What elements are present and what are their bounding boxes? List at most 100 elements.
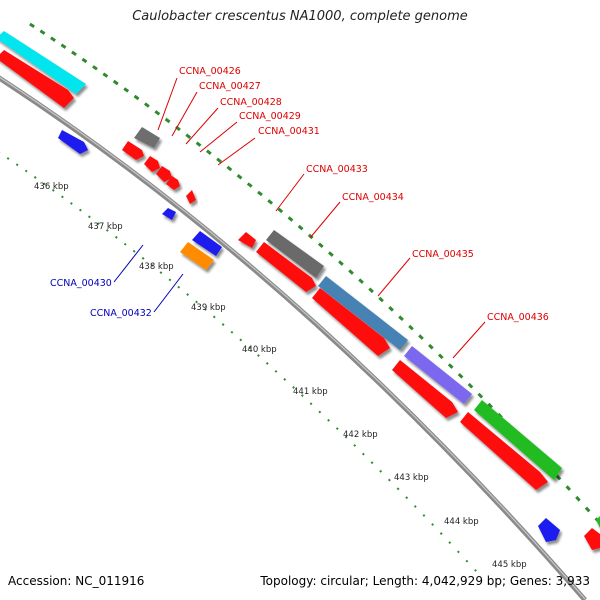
accession-text: Accession: NC_011916 bbox=[8, 574, 145, 588]
tick-mark bbox=[39, 29, 46, 35]
tick-mark bbox=[283, 377, 287, 381]
tick-mark bbox=[396, 487, 400, 491]
tick-mark bbox=[265, 362, 269, 365]
gene-feature-ccna-00426[interactable] bbox=[134, 127, 160, 148]
gene-feature-ccna-00431a[interactable] bbox=[166, 176, 180, 190]
kbp-label: 437 kbp bbox=[88, 222, 123, 232]
tick-mark bbox=[195, 300, 198, 304]
topology-text: Topology: circular; Length: 4,042,929 bp… bbox=[260, 574, 590, 588]
gene-feature-ccna-00427[interactable] bbox=[122, 141, 144, 160]
gene-feature-red-small[interactable] bbox=[238, 232, 256, 248]
tick-mark bbox=[318, 410, 322, 414]
tick-mark bbox=[42, 182, 46, 186]
tick-mark bbox=[457, 373, 464, 379]
tick-mark bbox=[248, 346, 252, 350]
tick-mark bbox=[203, 308, 207, 311]
tick-mark bbox=[448, 541, 452, 545]
tick-mark bbox=[418, 334, 424, 340]
tick-mark bbox=[29, 22, 35, 28]
gene-feature-green-edge[interactable] bbox=[596, 516, 600, 528]
tick-mark bbox=[78, 208, 82, 212]
tick-mark bbox=[123, 242, 127, 246]
gene-feature-red-long-4[interactable] bbox=[460, 412, 548, 490]
tick-mark bbox=[584, 506, 591, 513]
gene-feature-red-long[interactable] bbox=[0, 50, 74, 108]
tick-mark bbox=[474, 568, 477, 572]
tick-mark bbox=[328, 251, 334, 257]
tick-mark bbox=[408, 324, 414, 331]
gene-feature-ccna-00430[interactable] bbox=[192, 231, 222, 256]
gene-feature-ccna-00434[interactable] bbox=[256, 242, 316, 292]
gene-feature-ccna-00432[interactable] bbox=[180, 242, 214, 270]
tick-mark bbox=[300, 394, 304, 398]
gene-feature-ccna-00436[interactable] bbox=[404, 346, 472, 404]
tick-mark bbox=[71, 50, 77, 57]
tick-mark bbox=[297, 224, 304, 231]
tick-mark bbox=[257, 190, 263, 197]
gene-feature-red-bottom[interactable] bbox=[584, 528, 600, 550]
tick-mark bbox=[277, 207, 284, 214]
tick-mark bbox=[15, 163, 19, 167]
gene-label[interactable]: CCNA_00426 bbox=[179, 66, 241, 77]
gene-feature-ccna-00435[interactable] bbox=[318, 276, 408, 350]
tick-mark bbox=[287, 216, 294, 222]
kbp-labels: 436 kbp 437 kbp 438 kbp 439 kbp 440 kbp … bbox=[34, 182, 527, 570]
gene-feature-ccna-00431b[interactable] bbox=[186, 190, 196, 204]
tick-mark bbox=[370, 461, 374, 465]
tick-mark bbox=[221, 323, 225, 326]
gene-label[interactable]: CCNA_00436 bbox=[487, 312, 549, 323]
gene-label[interactable]: CCNA_00429 bbox=[239, 111, 301, 122]
tick-mark bbox=[575, 495, 581, 502]
gene-label[interactable]: CCNA_00431 bbox=[258, 126, 320, 137]
tick-mark bbox=[431, 523, 435, 526]
gene-feature-blue-left[interactable] bbox=[58, 130, 88, 154]
gene-feature-blue-small[interactable] bbox=[162, 208, 176, 220]
tick-mark bbox=[274, 369, 278, 373]
gene-feature-cyan[interactable] bbox=[0, 31, 86, 94]
tick-mark bbox=[186, 293, 190, 296]
gene-feature-ccna-00429[interactable] bbox=[156, 166, 172, 182]
tick-mark bbox=[257, 354, 260, 357]
gene-feature-red-long-2[interactable] bbox=[312, 288, 390, 356]
tick-mark bbox=[123, 87, 130, 93]
tick-mark bbox=[327, 418, 330, 422]
tick-mark bbox=[185, 133, 192, 139]
tick-mark bbox=[143, 102, 150, 108]
kbp-label: 439 kbp bbox=[191, 303, 226, 313]
gene-feature-blue-bottom[interactable] bbox=[538, 518, 560, 542]
tick-mark bbox=[344, 435, 348, 439]
gene-feature-ccna-00433[interactable] bbox=[266, 230, 324, 278]
tick-mark bbox=[96, 222, 100, 225]
gene-label[interactable]: CCNA_00430 bbox=[50, 278, 112, 289]
tick-mark bbox=[6, 157, 10, 160]
gene-label[interactable]: CCNA_00433 bbox=[306, 164, 368, 175]
tick-mark bbox=[447, 363, 454, 369]
tick-mark bbox=[361, 452, 365, 456]
tick-mark bbox=[70, 202, 73, 205]
tick-mark bbox=[226, 165, 233, 172]
gene-label[interactable]: CCNA_00435 bbox=[412, 249, 474, 260]
gene-feature-ccna-00428[interactable] bbox=[144, 156, 160, 172]
tick-mark bbox=[378, 296, 384, 303]
gene-feature-red-long-3[interactable] bbox=[392, 360, 458, 418]
tick-mark bbox=[159, 271, 163, 275]
tick-mark bbox=[230, 330, 234, 334]
gene-label[interactable]: CCNA_00432 bbox=[90, 308, 152, 319]
gene-feature-green[interactable] bbox=[474, 400, 562, 480]
tick-mark bbox=[467, 382, 474, 389]
gene-label[interactable]: CCNA_00427 bbox=[199, 81, 261, 92]
kbp-label: 442 kbp bbox=[343, 430, 378, 440]
gene-label[interactable]: CCNA_00434 bbox=[342, 192, 404, 203]
tick-mark bbox=[168, 278, 172, 282]
tick-mark bbox=[102, 72, 109, 78]
tick-mark bbox=[555, 474, 562, 481]
tick-mark bbox=[422, 514, 426, 517]
tick-mark bbox=[81, 57, 88, 64]
tick-mark bbox=[195, 141, 202, 147]
tick-mark bbox=[335, 427, 339, 431]
kbp-label: 441 kbp bbox=[293, 387, 328, 397]
gene-label[interactable]: CCNA_00428 bbox=[220, 97, 282, 108]
tick-mark bbox=[267, 199, 274, 205]
